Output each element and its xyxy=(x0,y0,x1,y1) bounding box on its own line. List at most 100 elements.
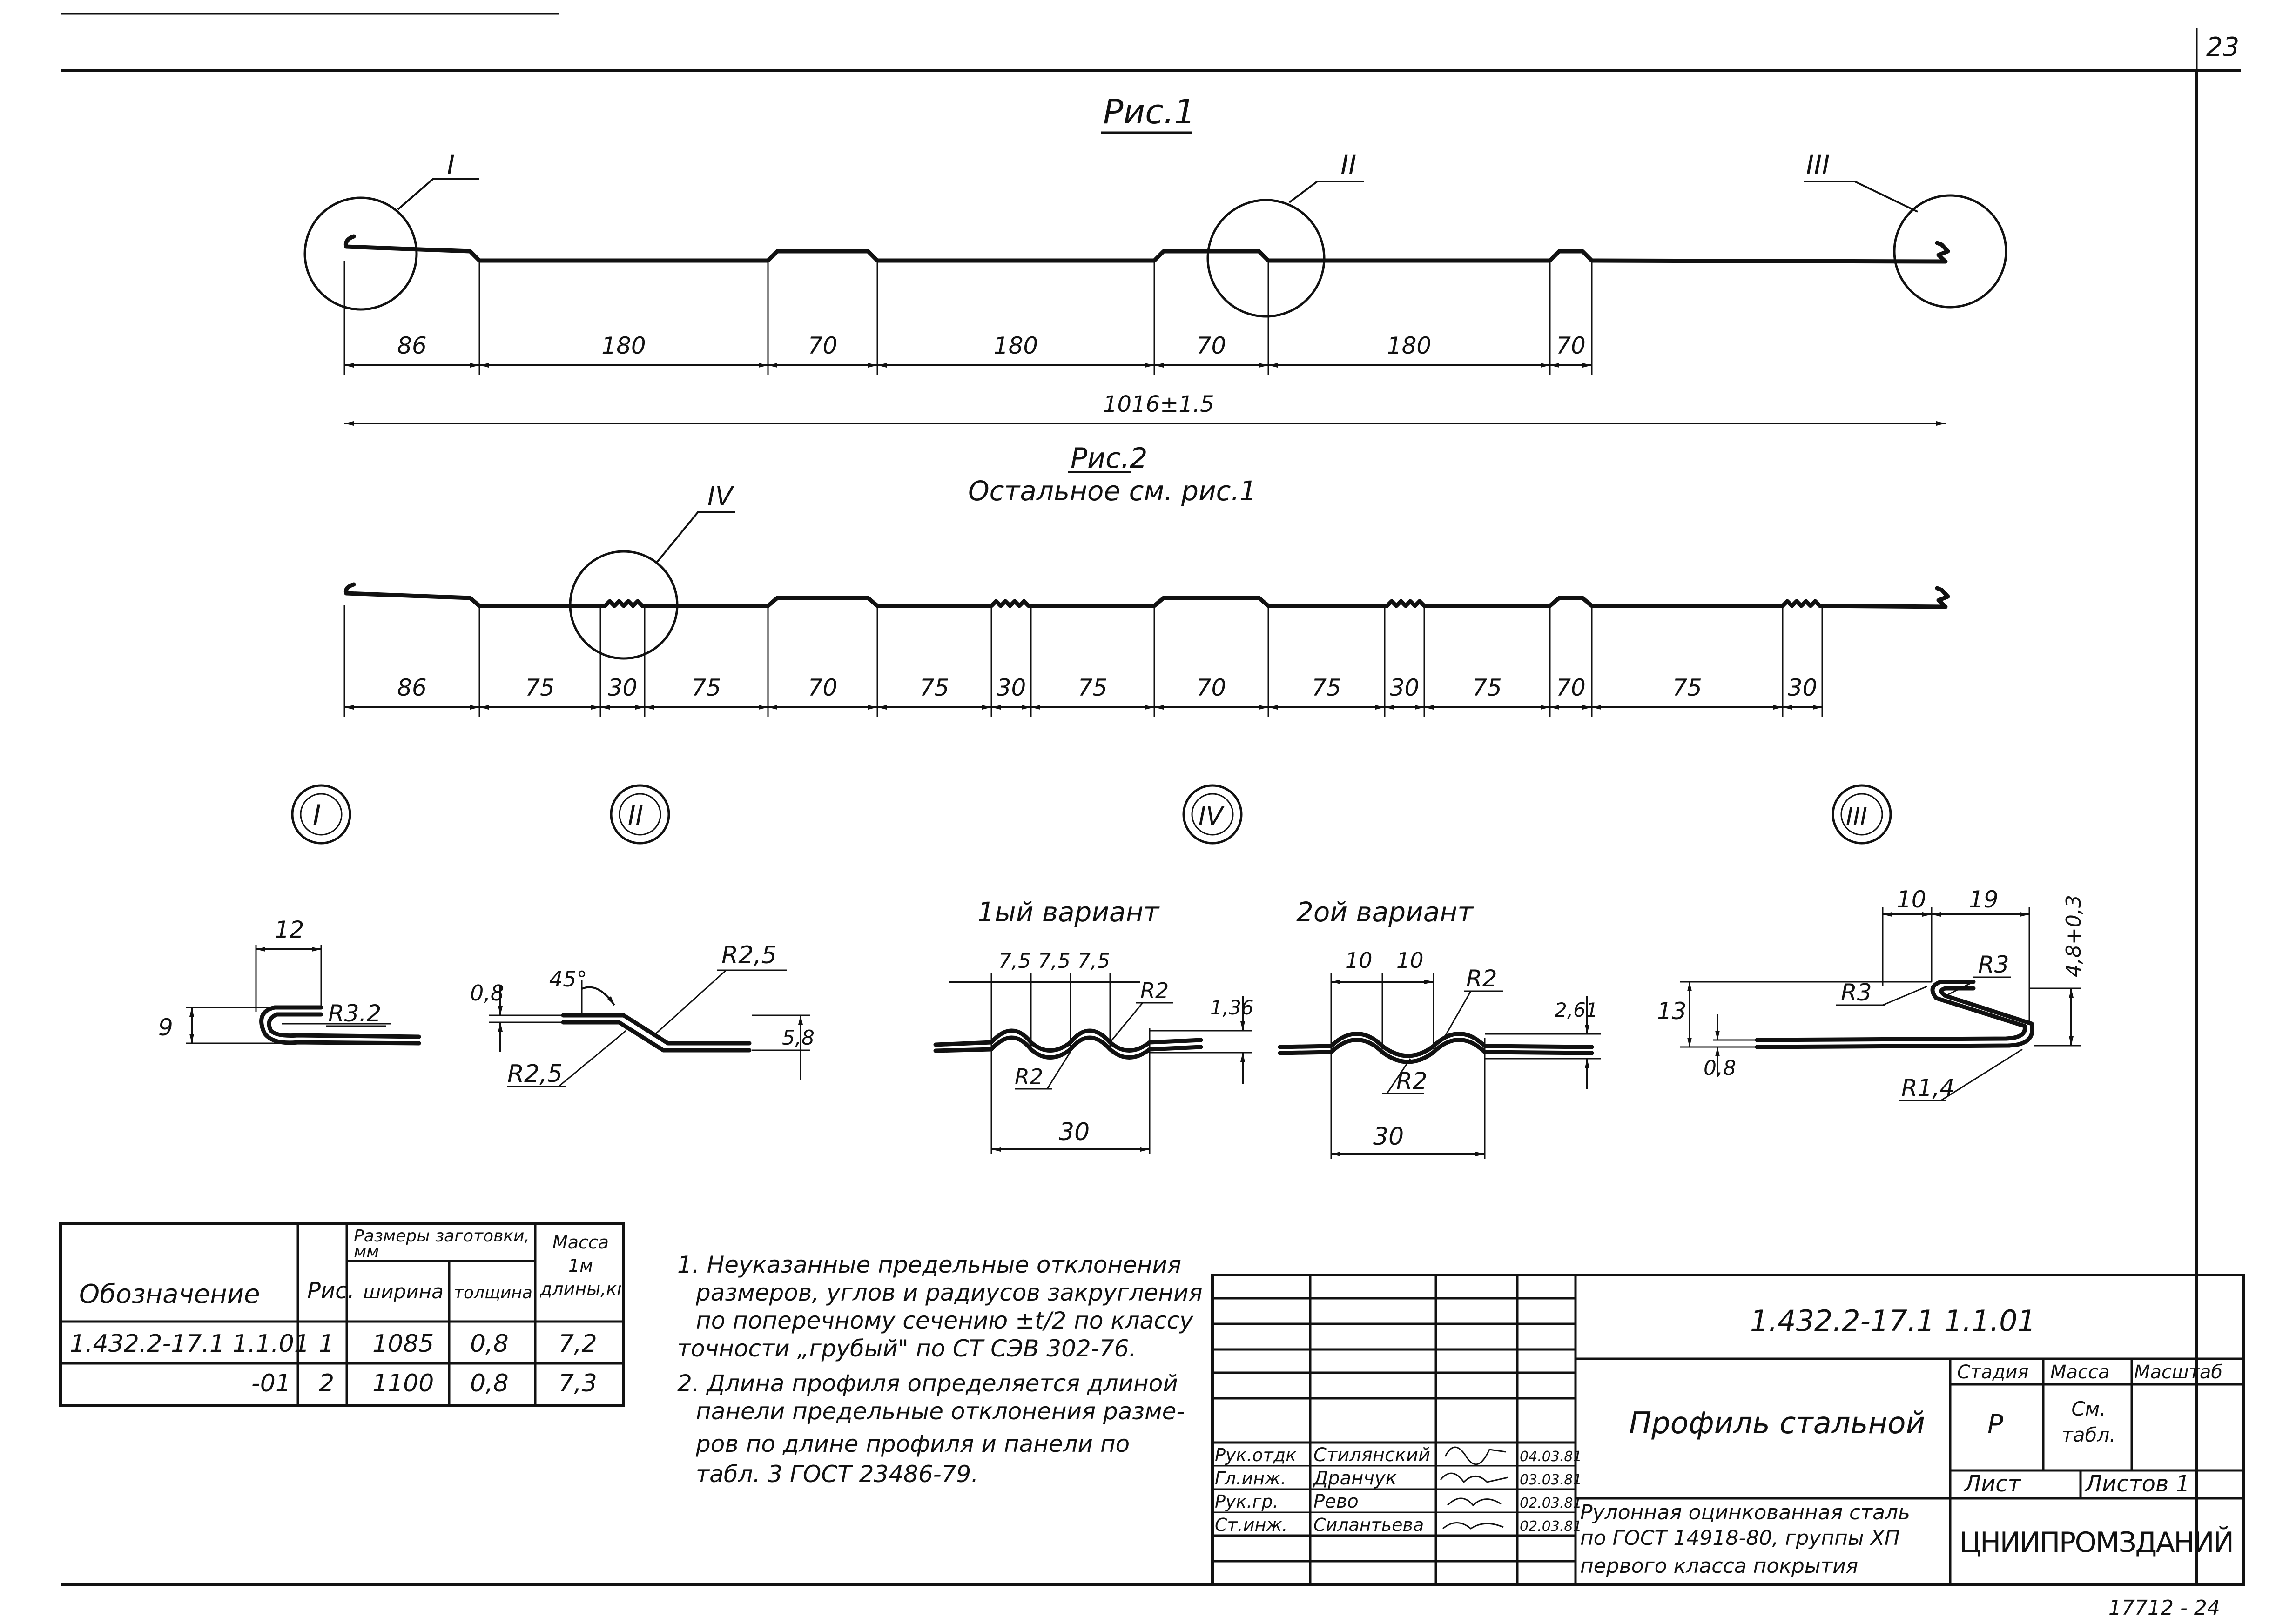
dimension-label: 86 xyxy=(397,332,427,359)
svg-text:III: III xyxy=(1846,803,1867,831)
svg-text:45°: 45° xyxy=(549,966,587,992)
stage-label: Стадия xyxy=(1957,1362,2028,1383)
svg-text:19: 19 xyxy=(1969,886,1999,913)
svg-text:10: 10 xyxy=(1345,948,1373,973)
title-material-1: Рулонная оцинкованная сталь xyxy=(1580,1501,1910,1524)
svg-text:10: 10 xyxy=(1396,948,1424,973)
svg-text:02.03.81: 02.03.81 xyxy=(1520,1495,1582,1511)
svg-text:R1,4: R1,4 xyxy=(1901,1074,1954,1101)
callout-II: II xyxy=(1340,149,1356,181)
svg-text:10: 10 xyxy=(1897,886,1926,913)
dimension-label: 70 xyxy=(1197,332,1226,359)
svg-text:1,36: 1,36 xyxy=(1210,996,1254,1019)
svg-text:0,8: 0,8 xyxy=(470,1369,509,1397)
dimension-label: 30 xyxy=(1390,674,1420,701)
signature-row: Рук.отдк Стилянский 04.03.81 xyxy=(1215,1444,1582,1466)
svg-text:4,8+0,3: 4,8+0,3 xyxy=(2062,895,2086,977)
svg-text:7,5: 7,5 xyxy=(1077,949,1110,973)
mass-label: Масса xyxy=(2050,1362,2110,1383)
fig2-subtitle: Остальное см. рис.1 xyxy=(968,475,1257,507)
th-width: ширина xyxy=(363,1280,444,1303)
svg-text:Гл.инж.: Гл.инж. xyxy=(1215,1468,1286,1489)
svg-text:Рук.отдк: Рук.отдк xyxy=(1215,1445,1296,1465)
svg-text:1085: 1085 xyxy=(372,1330,434,1358)
svg-text:R2: R2 xyxy=(1015,1064,1043,1089)
dimension-label: 30 xyxy=(1788,674,1818,701)
svg-text:Рук.гр.: Рук.гр. xyxy=(1215,1491,1279,1512)
svg-text:0,8: 0,8 xyxy=(470,980,504,1006)
svg-text:панели предельные отклонения р: панели предельные отклонения разме- xyxy=(696,1398,1185,1425)
spec-table: Обозначение Рис. Размеры заготовки, мм ш… xyxy=(59,1222,625,1407)
svg-text:R2,5: R2,5 xyxy=(507,1060,563,1088)
detail-label-IV: IV xyxy=(1182,784,1243,845)
dimension-label: 70 xyxy=(1556,332,1586,359)
th-designation: Обозначение xyxy=(79,1279,260,1309)
svg-text:IV: IV xyxy=(1199,801,1225,831)
svg-text:I: I xyxy=(313,799,321,832)
stage-value: Р xyxy=(1987,1409,2003,1440)
svg-text:5,8: 5,8 xyxy=(782,1026,815,1050)
callout-circle-IV xyxy=(569,550,679,660)
svg-text:R2,5: R2,5 xyxy=(721,941,777,969)
svg-text:R2: R2 xyxy=(1466,965,1497,992)
svg-text:0,8: 0,8 xyxy=(470,1330,509,1358)
title-material-2: по ГОСТ 14918-80, группы ХП xyxy=(1580,1526,1900,1550)
th-blank-size: Размеры заготовки, мм xyxy=(354,1228,530,1261)
dimension-label: 75 xyxy=(1672,674,1702,701)
dimension-label: 75 xyxy=(692,674,721,701)
svg-text:7,5: 7,5 xyxy=(998,949,1031,973)
svg-text:9: 9 xyxy=(158,1014,173,1041)
callout-circle-II xyxy=(1206,199,1326,318)
svg-text:02.03.81: 02.03.81 xyxy=(1520,1518,1582,1535)
fig2-profile xyxy=(343,582,1950,609)
callout-IV: IV xyxy=(707,481,735,511)
detail-label-III: III xyxy=(1832,784,1892,845)
dimension-label: 75 xyxy=(525,674,555,701)
callout-I: I xyxy=(447,149,455,181)
table-row: -01 2 1100 0,8 7,3 xyxy=(251,1369,597,1397)
svg-text:ров по длине профиля и панели: ров по длине профиля и панели по xyxy=(695,1430,1130,1457)
svg-text:Рево: Рево xyxy=(1313,1491,1359,1512)
title-material-3: первого класса покрытия xyxy=(1580,1554,1858,1578)
svg-text:R3.2: R3.2 xyxy=(328,1000,381,1027)
th-thickness: толщина xyxy=(454,1283,532,1302)
svg-text:2. Длина профиля определяется: 2. Длина профиля определяется длиной xyxy=(677,1370,1178,1397)
callout-circle-I xyxy=(303,196,418,311)
sheets-label: Листов 1 xyxy=(2084,1471,2190,1497)
svg-text:II: II xyxy=(628,801,643,831)
svg-text:R3: R3 xyxy=(1841,979,1872,1006)
th-fig: Рис. xyxy=(307,1278,355,1304)
svg-text:R2: R2 xyxy=(1140,978,1169,1003)
svg-text:точности „грубый" по СТ СЭВ 30: точности „грубый" по СТ СЭВ 302-76. xyxy=(677,1335,1136,1362)
svg-text:2: 2 xyxy=(319,1369,334,1397)
dimension-label: 180 xyxy=(994,332,1038,359)
svg-text:-01: -01 xyxy=(251,1369,291,1397)
svg-text:Стилянский: Стилянский xyxy=(1313,1444,1430,1466)
svg-text:30: 30 xyxy=(1059,1118,1090,1146)
svg-text:по поперечному сечению ±t/2 по: по поперечному сечению ±t/2 по классу xyxy=(696,1307,1194,1334)
dimension-label: 75 xyxy=(1078,674,1108,701)
svg-text:1100: 1100 xyxy=(372,1369,434,1397)
fig1-title: Рис.1 xyxy=(1103,92,1196,131)
signature-row: Гл.инж. Дранчук 03.03.81 xyxy=(1215,1468,1582,1489)
svg-text:7,5: 7,5 xyxy=(1038,949,1071,973)
dimension-label: 86 xyxy=(397,674,427,701)
table-row: 1.432.2-17.1 1.1.01 1 1085 0,8 7,2 xyxy=(70,1330,597,1358)
fig1-profile xyxy=(343,234,1950,264)
dimension-label: 75 xyxy=(920,674,949,701)
dimension-label: 180 xyxy=(1387,332,1431,359)
dimension-label: 70 xyxy=(1556,674,1586,701)
svg-text:Ст.инж.: Ст.инж. xyxy=(1215,1515,1288,1535)
dimension-label: 30 xyxy=(608,674,638,701)
mass-value: См. табл. xyxy=(2061,1397,2116,1446)
detail-II-drawing: 0,8 45° R2,5 5,8 R2,5 xyxy=(470,941,815,1088)
dimension-label: 30 xyxy=(997,674,1026,701)
svg-text:1. Неуказанные предельные откл: 1. Неуказанные предельные отклонения xyxy=(677,1251,1181,1278)
dimension-label: 70 xyxy=(808,332,838,359)
svg-text:7,2: 7,2 xyxy=(559,1330,597,1358)
detail-labels: I II IV III xyxy=(291,784,1892,845)
